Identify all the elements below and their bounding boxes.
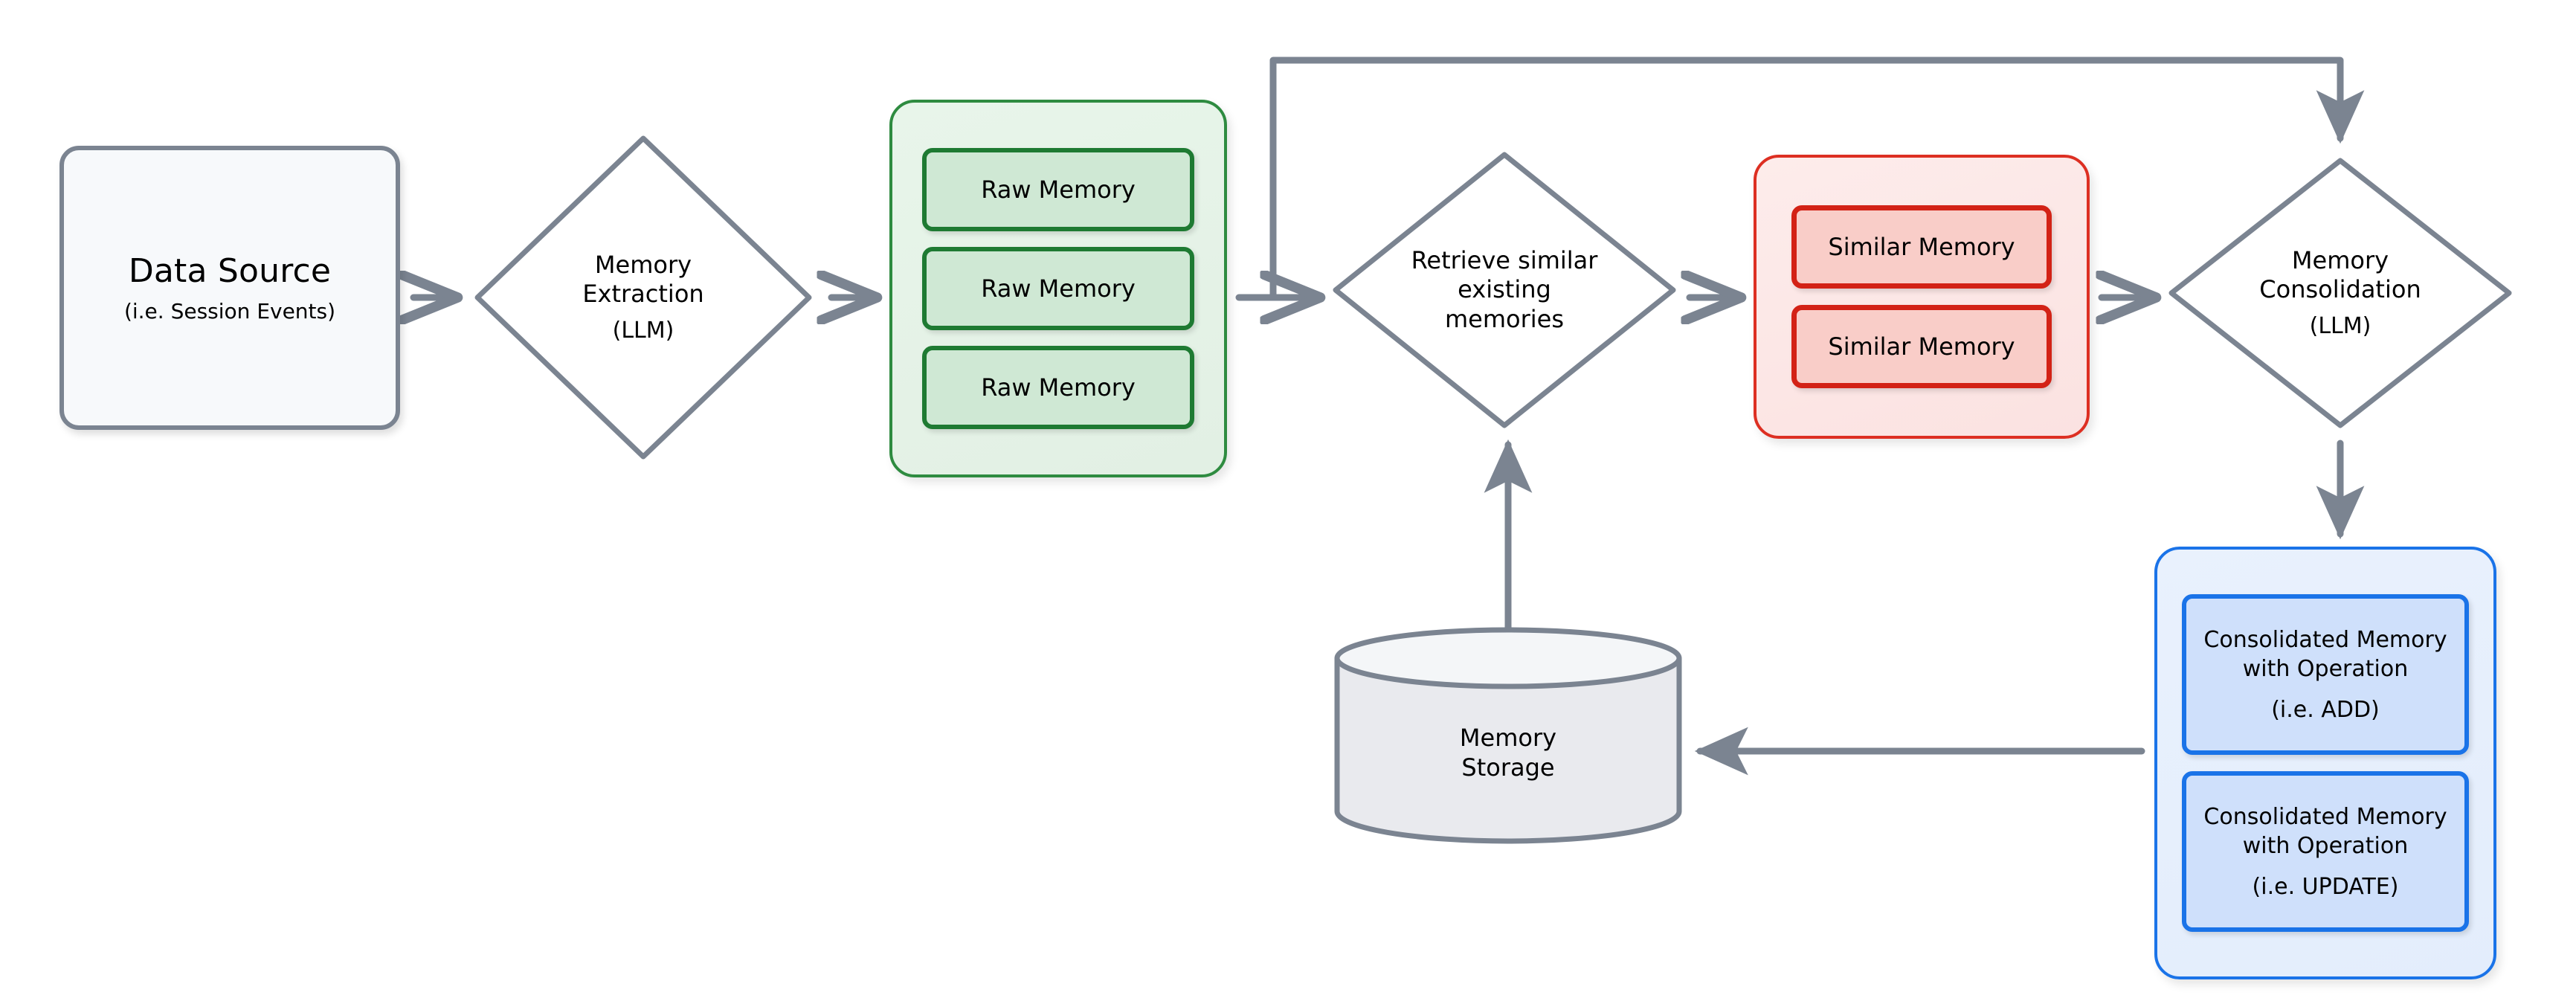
raw-memory-label: Raw Memory [981, 274, 1136, 303]
node-memory-extraction[interactable]: Memory Extraction (LLM) [468, 131, 818, 464]
diamond-shape [2168, 158, 2512, 428]
raw-memory-item[interactable]: Raw Memory [922, 148, 1194, 231]
data-source-subtitle: (i.e. Session Events) [123, 298, 336, 324]
cylinder-shape [1334, 627, 1682, 844]
consolidated-memory-line2: with Operation [2242, 656, 2409, 682]
data-source-title: Data Source [128, 251, 332, 290]
node-memory-storage[interactable]: Memory Storage [1333, 627, 1684, 844]
similar-memory-item[interactable]: Similar Memory [1791, 305, 2052, 388]
node-data-source[interactable]: Data Source (i.e. Session Events) [59, 146, 400, 430]
consolidated-memory-item[interactable]: Consolidated Memory with Operation (i.e.… [2182, 594, 2469, 755]
similar-memory-item[interactable]: Similar Memory [1791, 205, 2052, 289]
similar-memory-label: Similar Memory [1828, 232, 2015, 261]
group-similar-memory[interactable]: Similar Memory Similar Memory [1754, 155, 2090, 439]
similar-memory-label: Similar Memory [1828, 332, 2015, 361]
node-retrieve-similar-existing-memories[interactable]: Retrieve similar existing memories [1330, 149, 1679, 431]
consolidated-memory-operation: (i.e. UPDATE) [2252, 874, 2399, 900]
node-memory-consolidation[interactable]: Memory Consolidation (LLM) [2166, 155, 2515, 431]
raw-memory-label: Raw Memory [981, 373, 1136, 402]
consolidated-memory-line2: with Operation [2242, 833, 2409, 859]
consolidated-memory-item[interactable]: Consolidated Memory with Operation (i.e.… [2182, 771, 2469, 932]
raw-memory-label: Raw Memory [981, 175, 1136, 204]
group-raw-memory[interactable]: Raw Memory Raw Memory Raw Memory [889, 100, 1227, 477]
consolidated-memory-line1: Consolidated Memory [2203, 804, 2447, 830]
raw-memory-item[interactable]: Raw Memory [922, 247, 1194, 330]
diamond-shape [474, 135, 812, 460]
raw-memory-item[interactable]: Raw Memory [922, 346, 1194, 429]
consolidated-memory-line1: Consolidated Memory [2203, 627, 2447, 653]
diamond-shape [1333, 152, 1676, 428]
consolidated-memory-operation: (i.e. ADD) [2271, 697, 2380, 723]
group-consolidated-memory[interactable]: Consolidated Memory with Operation (i.e.… [2154, 547, 2496, 979]
